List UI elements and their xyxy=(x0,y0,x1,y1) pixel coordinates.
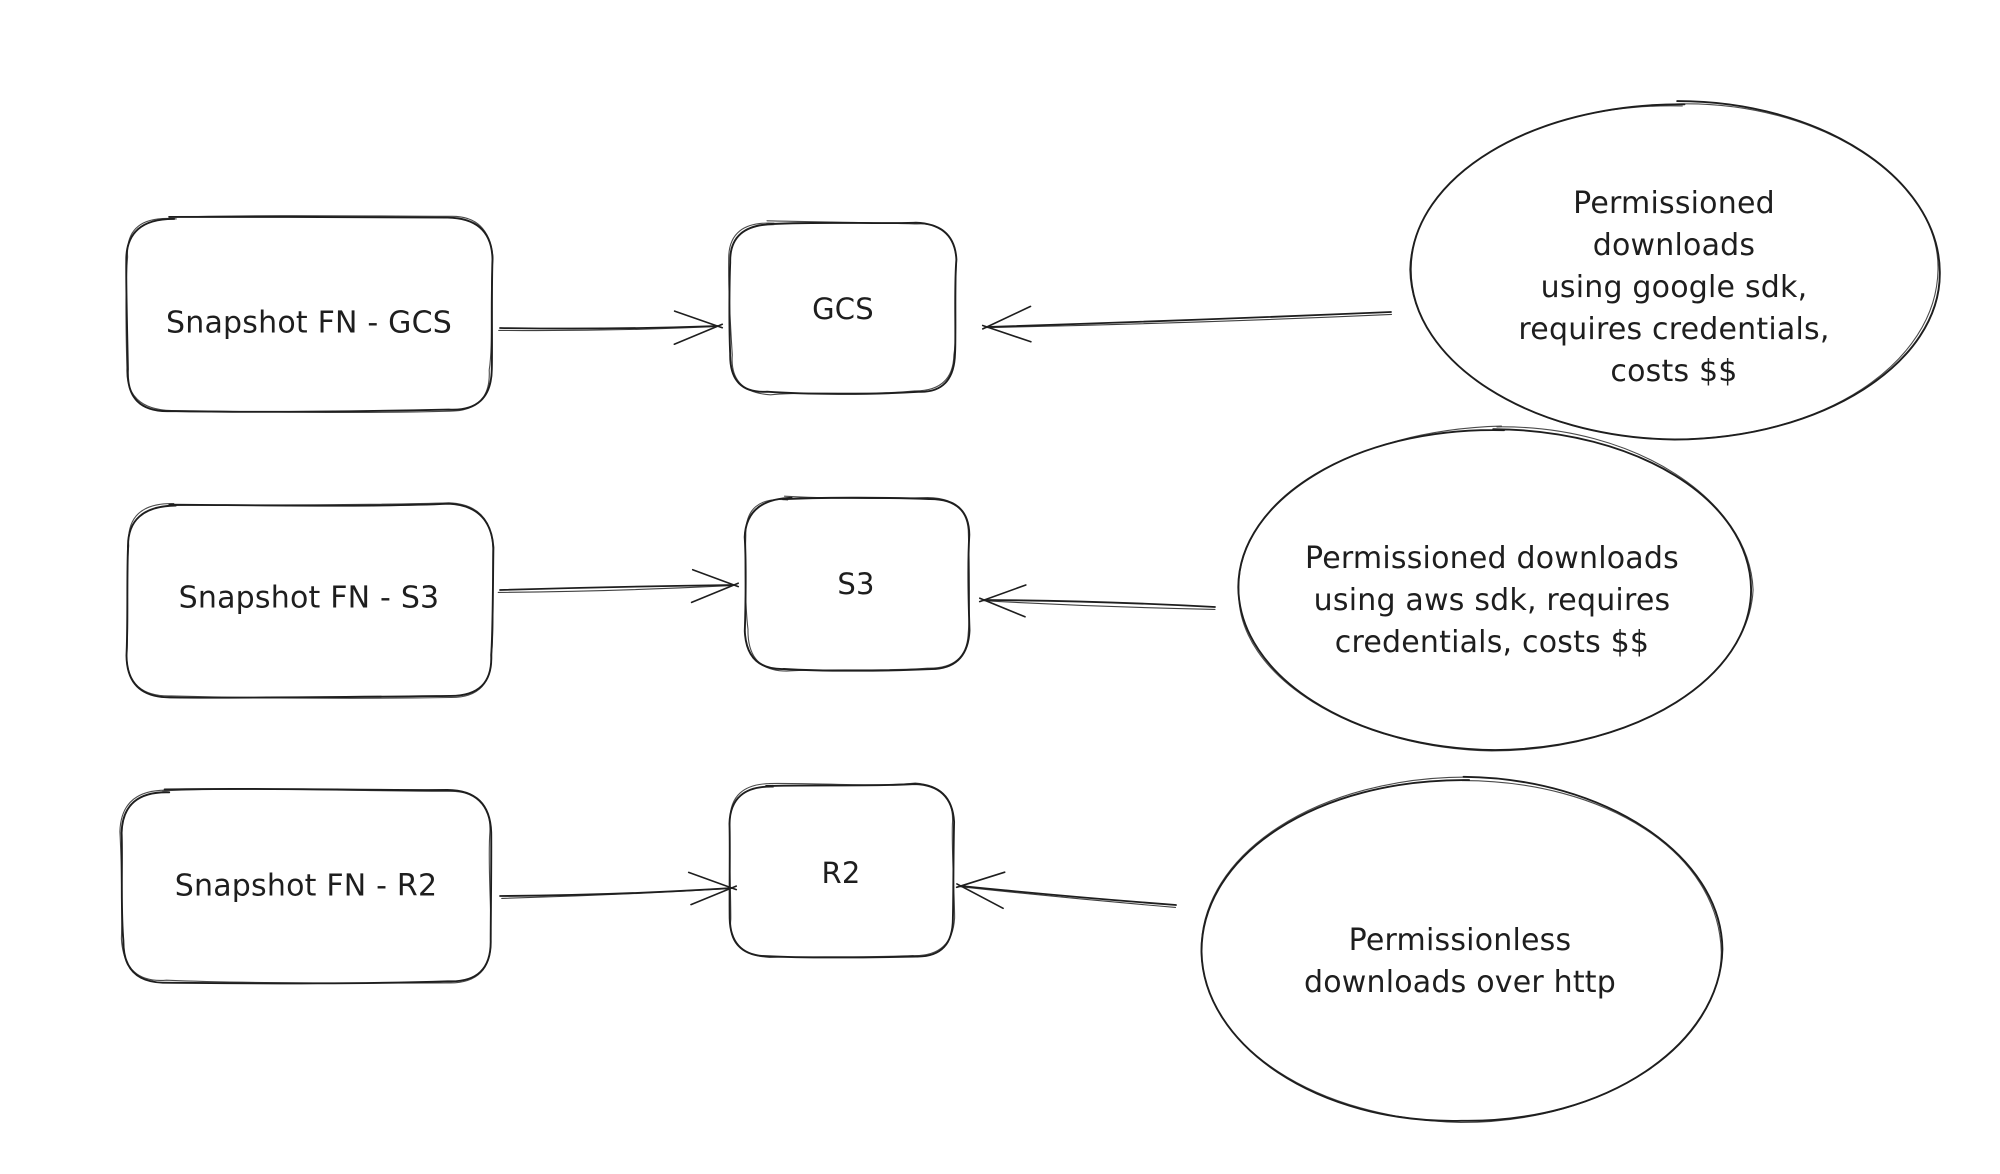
label-s3: S3 xyxy=(837,566,875,601)
note-ellipse-r2 xyxy=(1200,775,1724,1124)
node-s3-box xyxy=(743,495,971,672)
note-ellipse-s3 xyxy=(1237,425,1754,752)
arrow-note-to-r2 xyxy=(955,871,1177,910)
arrow-snapshot-r2-to-r2 xyxy=(499,871,738,906)
arrow-note-to-s3 xyxy=(978,584,1216,618)
arrow-note-to-gcs xyxy=(981,305,1393,343)
note-ellipse-gcs xyxy=(1409,100,1941,441)
note-text-s3: Permissioned downloads using aws sdk, re… xyxy=(1305,541,1679,660)
node-snapshot-s3-box xyxy=(125,502,495,699)
label-snapshot-fn-gcs: Snapshot FN - GCS xyxy=(165,305,453,341)
arrow-snapshot-gcs-to-gcs xyxy=(498,310,724,345)
label-snapshot-fn-s3: Snapshot FN - S3 xyxy=(178,580,440,616)
label-snapshot-fn-r2: Snapshot FN - R2 xyxy=(174,868,438,904)
note-text-r2: Permissionless downloads over http xyxy=(1303,923,1617,1000)
node-snapshot-r2-box xyxy=(119,787,493,985)
node-r2-box xyxy=(728,782,956,959)
label-r2: R2 xyxy=(821,855,861,890)
node-gcs-box xyxy=(728,220,958,396)
label-gcs: GCS xyxy=(812,291,874,326)
arrow-snapshot-s3-to-s3 xyxy=(497,568,740,604)
note-text-gcs: Permissioned downloads using google sdk,… xyxy=(1518,186,1830,389)
node-snapshot-gcs-box xyxy=(125,215,494,413)
